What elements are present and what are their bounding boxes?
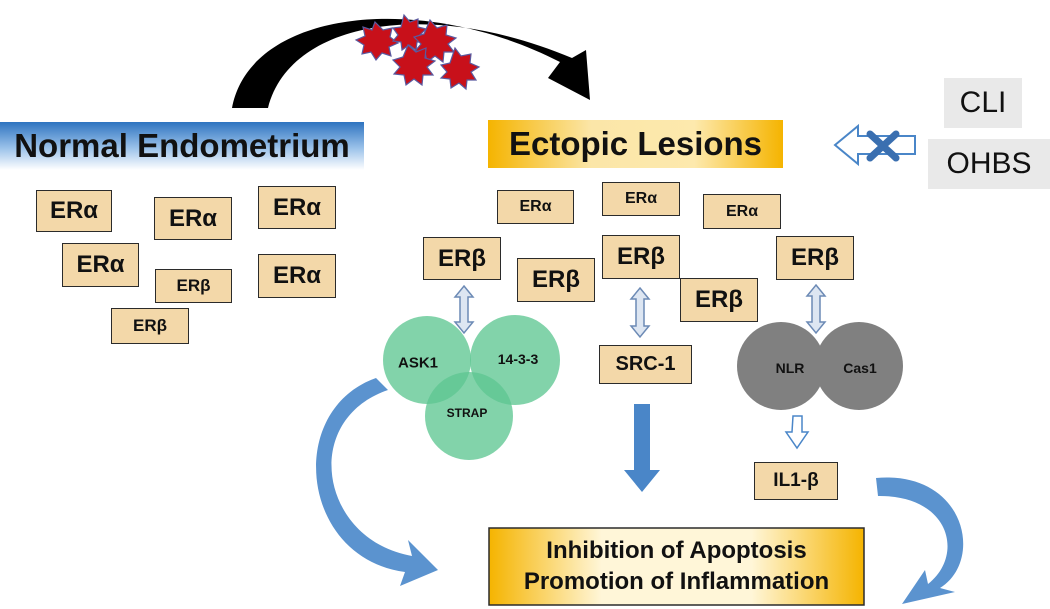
normal-erb-1: ERβ <box>155 269 232 303</box>
ectopic-lesions-header: Ectopic Lesions <box>508 125 763 162</box>
double-arrow-mid <box>629 286 651 339</box>
nlr-label: NLR <box>775 360 805 376</box>
src1-box: SRC-1 <box>599 345 692 384</box>
outcome-line-2: Promotion of Inflammation <box>523 568 830 595</box>
normal-era-1: ERα <box>36 190 112 232</box>
cas1-label: Cas1 <box>843 360 877 376</box>
cli-label: CLI <box>944 78 1022 128</box>
normal-endometrium-header: Normal Endometrium <box>14 127 350 164</box>
normal-era-5: ERα <box>258 254 336 298</box>
migration-arrow <box>232 18 590 108</box>
ectopic-erb-right: ERβ <box>776 236 854 280</box>
arrow-src1-down <box>624 404 660 492</box>
normal-era-4: ERα <box>62 243 139 287</box>
ectopic-erb-left: ERβ <box>423 237 501 280</box>
curved-arrow-left <box>316 378 438 586</box>
normal-header-bg <box>0 122 364 170</box>
ectopic-era-right: ERα <box>703 194 781 229</box>
cas1-circle <box>815 322 903 410</box>
ectopic-erb-mid-low: ERβ <box>680 278 758 322</box>
left-complex-circles <box>383 315 560 460</box>
normal-era-2: ERα <box>154 197 232 240</box>
outcome-line-1: Inhibition of Apoptosis <box>546 537 807 564</box>
nlr-circle <box>737 322 825 410</box>
double-arrow-left <box>453 284 475 335</box>
ectopic-era-left: ERα <box>497 190 574 224</box>
ectopic-era-mid: ERα <box>602 182 680 216</box>
strap-label: STRAP <box>446 406 488 420</box>
ectopic-erb-left-low: ERβ <box>517 258 595 302</box>
right-complex-circles <box>737 322 903 410</box>
il1b-box: IL1-β <box>754 462 838 500</box>
outcome-box-bg <box>488 527 865 606</box>
ectopic-header-bg <box>488 120 783 168</box>
normal-erb-2: ERβ <box>111 308 189 344</box>
blocked-treatment-arrow <box>833 123 916 167</box>
14-3-3-label: 14-3-3 <box>497 351 539 367</box>
ohbs-label: OHBS <box>928 139 1050 189</box>
normal-era-3: ERα <box>258 186 336 229</box>
ask1-label: ASK1 <box>397 354 439 372</box>
double-arrow-right <box>805 283 827 335</box>
lesion-bursts <box>354 13 481 91</box>
ectopic-erb-mid: ERβ <box>602 235 680 279</box>
arrow-to-il1b <box>784 415 810 450</box>
strap-circle <box>425 372 513 460</box>
curved-arrow-right <box>876 477 964 604</box>
